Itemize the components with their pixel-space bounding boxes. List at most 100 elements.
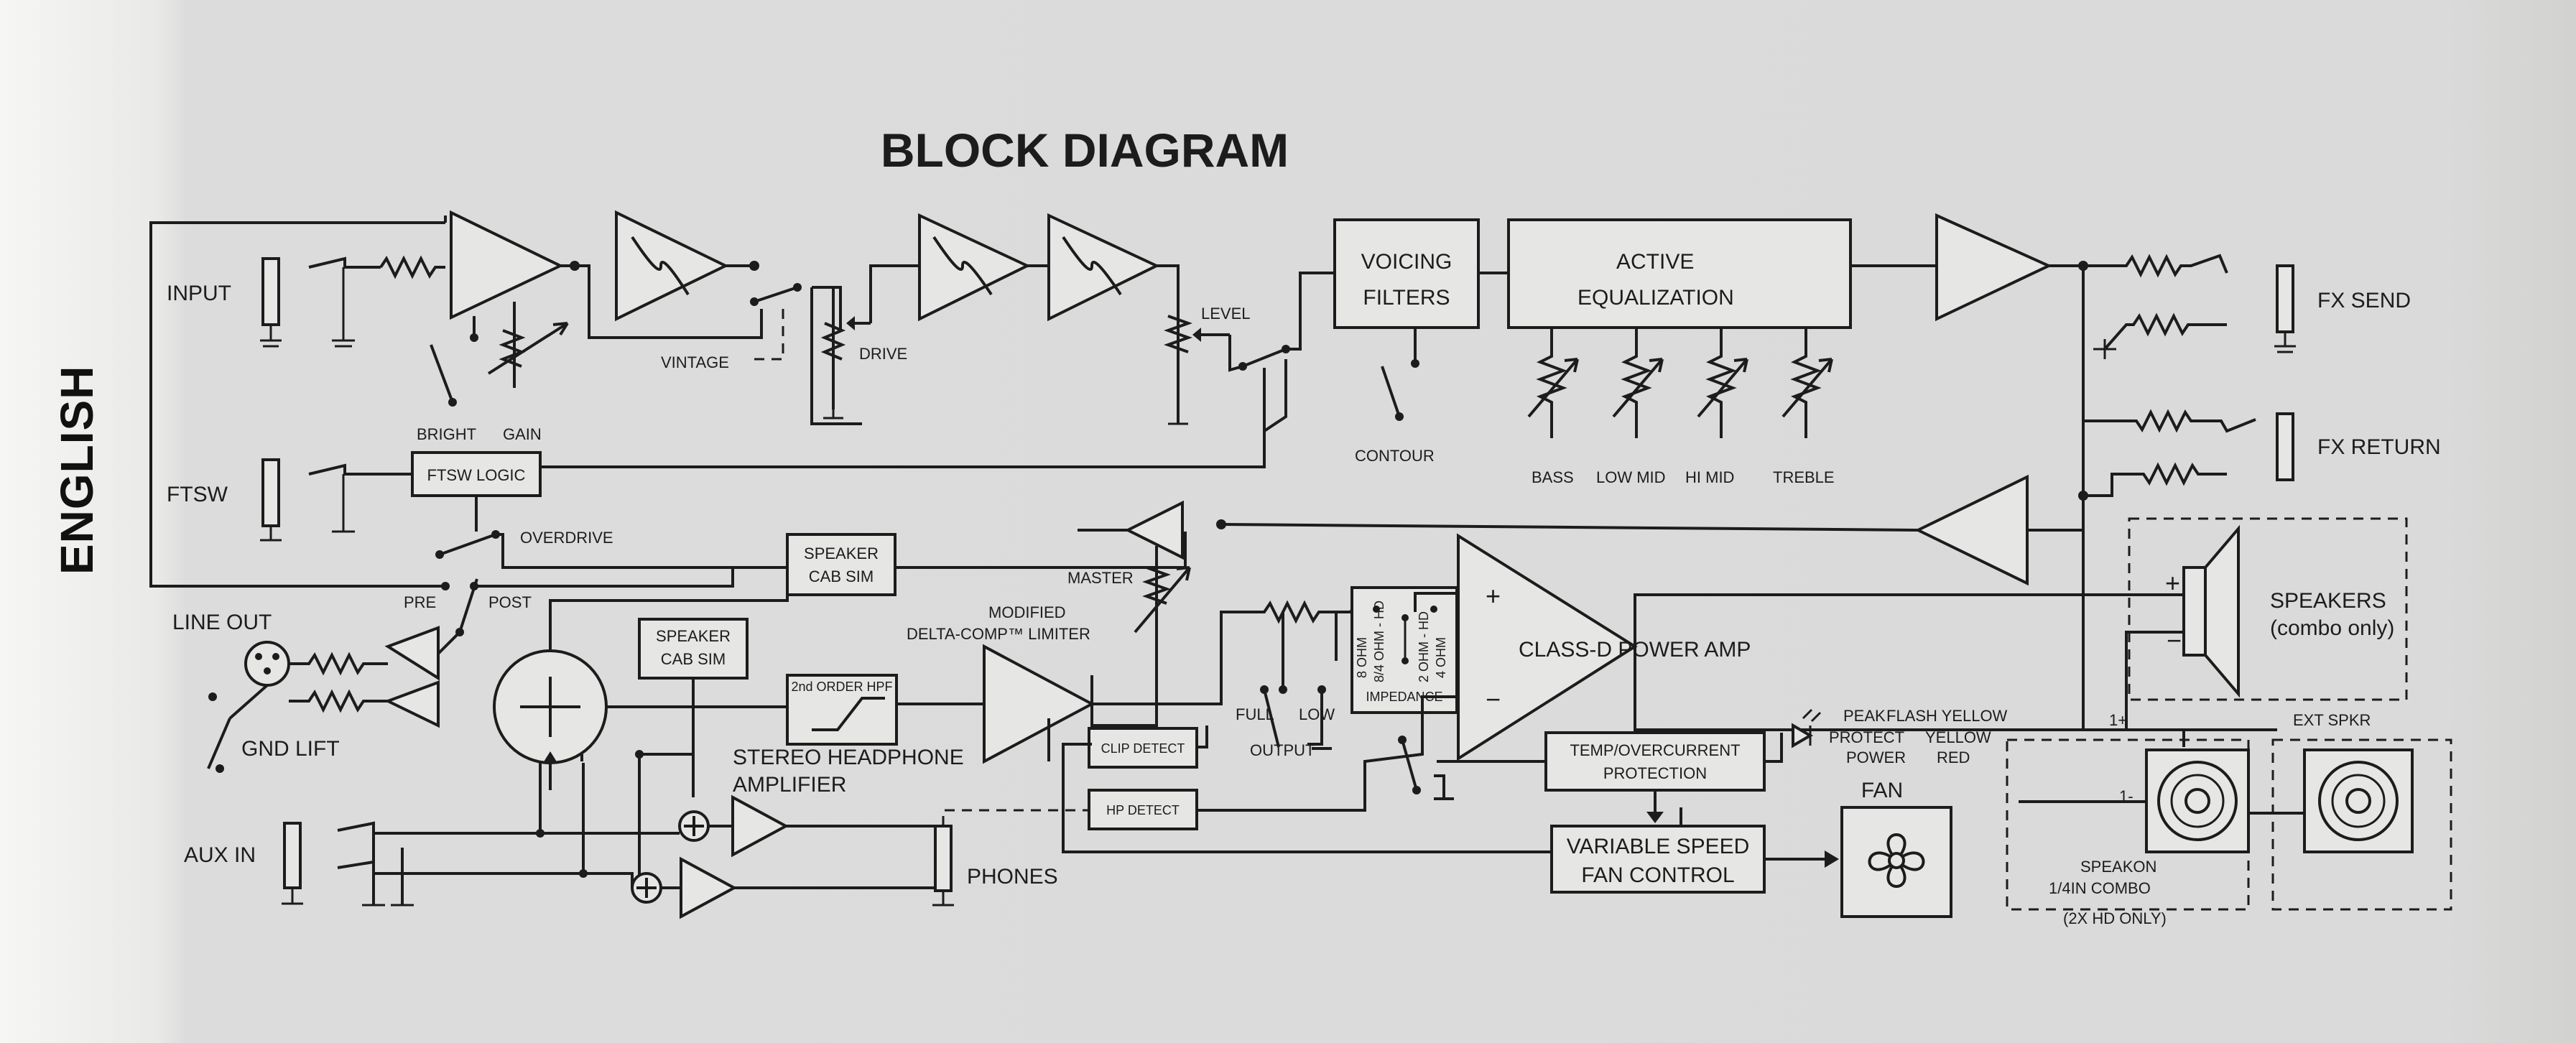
hi-mid-knob xyxy=(1697,328,1748,438)
speakon-combo-jack xyxy=(2145,748,2250,853)
input-label: INPUT xyxy=(167,282,231,305)
line-out-resistor-2 xyxy=(289,689,388,713)
ftsw-logic-label: FTSW LOGIC xyxy=(427,466,526,484)
fx-send-resistor xyxy=(2083,254,2228,278)
aux-in-label: AUX IN xyxy=(184,843,256,867)
low-label: LOW xyxy=(1299,705,1335,723)
hp-detect-block xyxy=(1088,789,1198,830)
speakers-line1: SPEAKERS xyxy=(2270,589,2386,613)
clip-detect-label: CLIP DETECT xyxy=(1101,741,1185,756)
phones-jack xyxy=(932,825,954,907)
filter-stage-2 xyxy=(918,213,1031,322)
filter-stage-1 xyxy=(615,210,729,322)
fx-send-jack xyxy=(2274,264,2296,353)
headphone-amp-left xyxy=(731,794,789,858)
level-pot xyxy=(1157,264,1180,424)
vintage-label: VINTAGE xyxy=(661,353,729,371)
diagram-title: BLOCK DIAGRAM xyxy=(881,124,1289,177)
red-label: RED xyxy=(1937,748,1970,766)
hpf-label: 2nd ORDER HPF xyxy=(791,680,892,694)
treble-label: TREBLE xyxy=(1773,468,1835,486)
preamp-stage-1 xyxy=(450,210,564,320)
ftsw-label: FTSW xyxy=(167,483,228,506)
cab-sim-1-line1: SPEAKER xyxy=(804,544,879,562)
fx-send-buffer xyxy=(1935,213,2052,322)
line-out-label: LINE OUT xyxy=(172,611,272,634)
cab-sim-1-line2: CAB SIM xyxy=(809,567,874,585)
protect-label: PROTECT xyxy=(1829,728,1904,746)
power-label: POWER xyxy=(1846,748,1906,766)
treble-knob xyxy=(1782,328,1833,438)
speakon-line1: SPEAKON xyxy=(2080,858,2156,876)
pre-label: PRE xyxy=(404,593,436,611)
temp-protection-line2: PROTECTION xyxy=(1603,764,1707,782)
aux-in-jack xyxy=(282,822,303,905)
line-out-driver-2 xyxy=(384,680,440,728)
speaker-cab-sim-1 xyxy=(786,533,896,596)
ext-spkr-region xyxy=(2271,738,2452,911)
ext-spkr-label: EXT SPKR xyxy=(2293,711,2371,729)
drive-label: DRIVE xyxy=(859,345,907,363)
peak-label: PEAK xyxy=(1843,707,1886,725)
output-label: OUTPUT xyxy=(1250,741,1315,759)
speaker-icon xyxy=(2182,524,2240,698)
gnd-lift-label: GND LIFT xyxy=(241,737,340,761)
contour-label: CONTOUR xyxy=(1355,447,1435,465)
bass-knob xyxy=(1527,328,1579,438)
bass-label: BASS xyxy=(1532,468,1574,486)
fx-return-jack xyxy=(2276,412,2294,481)
active-eq-line1: ACTIVE xyxy=(1616,250,1694,274)
line-out-xlr-connector xyxy=(244,641,290,687)
fan-control-line2: FAN CONTROL xyxy=(1581,863,1734,887)
active-eq-block xyxy=(1507,218,1852,329)
voicing-filters-line1: VOICING xyxy=(1361,250,1453,274)
fan-control-line1: VARIABLE SPEED xyxy=(1567,835,1750,858)
limiter-line2: DELTA-COMP™ LIMITER xyxy=(907,625,1090,643)
hi-mid-label: HI MID xyxy=(1685,468,1734,486)
one-plus-label: 1+ xyxy=(2109,711,2127,729)
speakon-line2: 1/4IN COMBO xyxy=(2049,879,2151,897)
output-level-switch xyxy=(1263,689,1280,748)
impedance-option-1: 8 OHM xyxy=(1355,637,1369,678)
class-d-minus: − xyxy=(1486,685,1501,714)
pre-post-switch xyxy=(458,578,478,633)
fan-label: FAN xyxy=(1861,779,1903,802)
yellow-label: YELLOW xyxy=(1925,728,1991,746)
phones-label: PHONES xyxy=(967,865,1058,889)
hpf-block xyxy=(786,674,898,746)
bright-label: BRIGHT xyxy=(417,425,476,443)
level-label: LEVEL xyxy=(1201,305,1251,323)
speakon-combo-region xyxy=(2006,738,2250,911)
speaker-plus: + xyxy=(2165,568,2180,598)
line-out-resistor-1 xyxy=(289,652,388,676)
headphone-amp-line2: AMPLIFIER xyxy=(733,773,846,797)
limiter-line1: MODIFIED xyxy=(988,603,1066,621)
fan-icon xyxy=(1840,806,1952,918)
speaker-cab-sim-2 xyxy=(638,618,749,680)
full-label: FULL xyxy=(1236,705,1274,723)
class-d-plus: + xyxy=(1486,581,1501,611)
filter-stage-3 xyxy=(1047,213,1160,322)
low-mid-label: LOW MID xyxy=(1596,468,1666,486)
headphone-amp-line1: STEREO HEADPHONE xyxy=(733,746,964,769)
contour-switch xyxy=(1381,366,1401,417)
voicing-filters-line2: FILTERS xyxy=(1363,286,1450,310)
headphone-amp-right xyxy=(680,856,738,919)
impedance-option-4: 4 OHM xyxy=(1434,637,1448,678)
fx-return-label: FX RETURN xyxy=(2317,435,2441,459)
ftsw-jack xyxy=(260,458,282,542)
temp-protection-block xyxy=(1544,731,1766,792)
flash-yellow-label: FLASH YELLOW xyxy=(1886,707,2008,725)
speakers-line2: (combo only) xyxy=(2270,616,2394,640)
master-buffer xyxy=(1124,500,1184,560)
two-x-hd-label: (2X HD ONLY) xyxy=(2063,909,2167,927)
vintage-switch xyxy=(754,286,798,303)
status-led-icon xyxy=(1792,708,1822,748)
impedance-option-2: 8/4 OHM - HD xyxy=(1372,601,1386,682)
post-label: POST xyxy=(488,593,532,611)
fan-control-block xyxy=(1550,825,1766,894)
hp-detect-label: HP DETECT xyxy=(1106,803,1180,817)
gain-label: GAIN xyxy=(503,425,542,443)
